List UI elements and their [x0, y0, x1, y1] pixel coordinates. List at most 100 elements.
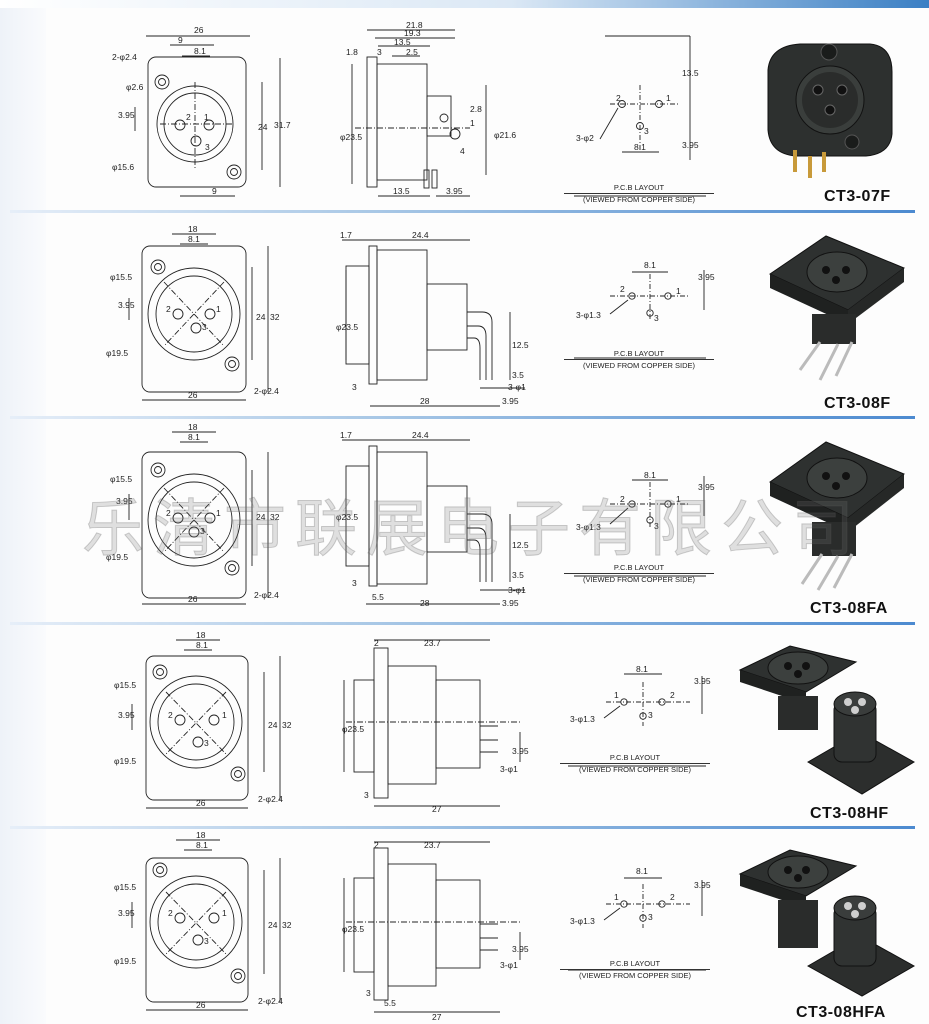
- pin-3-front: 3: [204, 936, 209, 946]
- dim-h2: 32: [282, 920, 292, 930]
- dim-holes: 2-φ2.4: [254, 386, 279, 396]
- pcb-v: 3.95: [698, 482, 715, 492]
- dim-h2: 32: [282, 720, 292, 730]
- pcb-caption-title: P.C.B LAYOUT: [564, 562, 714, 574]
- dim-b2: 28: [420, 396, 430, 406]
- dim-width: 18: [196, 630, 206, 640]
- dim-width: 18: [196, 830, 206, 840]
- pin-1: 1: [676, 494, 681, 504]
- pin-1: 1: [614, 690, 619, 700]
- dim-d1: φ15.5: [114, 680, 136, 690]
- model-name: CT3-08HF: [810, 805, 889, 822]
- dim-v1: 12.5: [512, 340, 529, 350]
- pcb-v2: 3.95: [682, 140, 699, 150]
- drawing-ct3-08f: 18 8.1 φ15.5 3.95 φ19.5 24 32 26 2-φ2.4 …: [106, 224, 906, 407]
- dim-b1: 3: [352, 382, 357, 392]
- pin-3: 3: [644, 126, 649, 136]
- dim-b0: 5.5: [372, 592, 384, 602]
- pin-2-front: 2: [168, 908, 173, 918]
- dim-t1: 2: [374, 840, 379, 850]
- dim-bot: 9: [212, 186, 217, 196]
- pcb-caption: P.C.B LAYOUT (VIEWED FROM COPPER SIDE): [564, 562, 714, 585]
- product-photo-ct3-08hf: [738, 645, 915, 795]
- dim-v2: 3.5: [512, 370, 524, 380]
- pcb-h: 8.1: [644, 260, 656, 270]
- dim-h1: 24: [258, 122, 268, 132]
- model-name: CT3-08FA: [810, 600, 888, 617]
- dim-d4: 2.5: [406, 47, 418, 57]
- dim-off: 3.95: [118, 110, 135, 120]
- pin-1-front: 1: [216, 304, 221, 314]
- pin-1-front: 1: [222, 710, 227, 720]
- pcb-holes: 3-φ1.3: [570, 714, 595, 724]
- dim-side-dia: φ23.5: [336, 512, 358, 522]
- dim-a: 9: [178, 35, 183, 45]
- product-photo-ct3-08fa: [769, 441, 905, 591]
- dim-off: 3.95: [118, 908, 135, 918]
- dim-t1: 1.7: [340, 230, 352, 240]
- dim-bot: 26: [196, 1000, 206, 1010]
- dim-v3: 4: [460, 146, 465, 156]
- dim-d2: φ19.5: [106, 552, 128, 562]
- section-divider: [10, 622, 915, 625]
- top-color-band: [0, 0, 929, 8]
- pcb-caption-title: P.C.B LAYOUT: [560, 752, 710, 764]
- dim-t1: 2: [374, 638, 379, 648]
- section-divider: [10, 210, 915, 213]
- dim-dia: φ15.6: [112, 162, 134, 172]
- section-divider: [10, 416, 915, 419]
- dim-side-dia2: φ21.6: [494, 130, 516, 140]
- dim-d6: 3: [377, 47, 382, 57]
- pin-3: 3: [648, 710, 653, 720]
- model-name: CT3-08F: [824, 395, 891, 412]
- pin-3-front: 3: [202, 322, 207, 332]
- pcb-v: 3.95: [694, 676, 711, 686]
- dim-d2: 19.3: [404, 28, 421, 38]
- dim-bot: 26: [188, 594, 198, 604]
- dim-d1: φ15.5: [110, 474, 132, 484]
- pcb-caption-sub: (VIEWED FROM COPPER SIDE): [578, 971, 692, 980]
- binding-margin: [0, 0, 46, 1024]
- dim-d1: 21.8: [406, 20, 423, 30]
- dim-b1: 3: [352, 578, 357, 588]
- dim-b0: 5.5: [384, 998, 396, 1008]
- pcb-caption: P.C.B LAYOUT (VIEWED FROM COPPER SIDE): [560, 958, 710, 981]
- dim-b: 8.1: [196, 840, 208, 850]
- dim-t2: 24.4: [412, 230, 429, 240]
- dim-d2: φ19.5: [114, 956, 136, 966]
- pin-1: 1: [666, 93, 671, 103]
- dim-d1: φ15.5: [110, 272, 132, 282]
- pcb-caption: P.C.B LAYOUT (VIEWED FROM COPPER SIDE): [564, 182, 714, 205]
- pcb-caption-sub: (VIEWED FROM COPPER SIDE): [582, 361, 696, 370]
- model-name: CT3-08HFA: [796, 1004, 886, 1021]
- dim-pins: 3-φ1: [500, 764, 518, 774]
- dim-side-dia: φ23.5: [336, 322, 358, 332]
- pin-1: 1: [614, 892, 619, 902]
- pin-3: 3: [654, 521, 659, 531]
- dim-h2: 32: [270, 512, 280, 522]
- pcb-v1: 13.5: [682, 68, 699, 78]
- dim-holes: 2-φ2.4: [112, 52, 137, 62]
- dim-b2: 27: [432, 804, 442, 814]
- pcb-caption-sub: (VIEWED FROM COPPER SIDE): [582, 575, 696, 584]
- model-name: CT3-07F: [824, 188, 891, 205]
- dim-v: 3.95: [512, 944, 529, 954]
- dim-pin: φ2.6: [126, 82, 144, 92]
- pin-3-front: 3: [204, 738, 209, 748]
- pcb-h: 8.1: [634, 142, 646, 152]
- dim-bot: 26: [196, 798, 206, 808]
- pcb-caption-title: P.C.B LAYOUT: [564, 182, 714, 194]
- pcb-holes: 3-φ1.3: [576, 310, 601, 320]
- dim-b2: 3.95: [446, 186, 463, 196]
- pin-2-front: 2: [168, 710, 173, 720]
- dim-holes: 2-φ2.4: [258, 794, 283, 804]
- pin-1-front: 1: [222, 908, 227, 918]
- pin-3-front: 3: [205, 142, 210, 152]
- dim-pins: 3-φ1: [500, 960, 518, 970]
- dim-d3: 13.5: [394, 37, 411, 47]
- dim-h2: 32: [270, 312, 280, 322]
- dim-b1: 13.5: [393, 186, 410, 196]
- dim-v1: 2.8: [470, 104, 482, 114]
- dim-b3: 3.95: [502, 396, 519, 406]
